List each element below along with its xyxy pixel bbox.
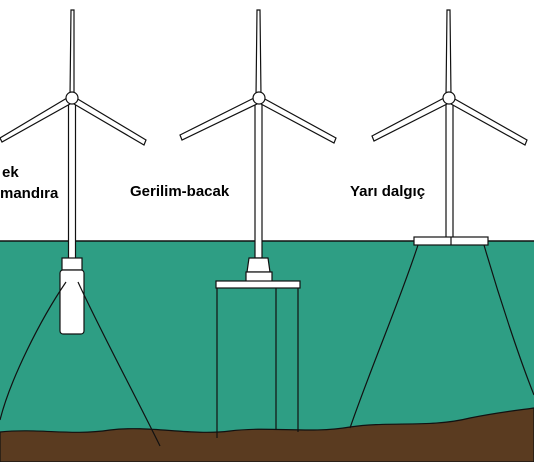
semi-blade-up: [445, 9, 452, 97]
spar-hub: [65, 91, 79, 105]
spar-label-line1: ek: [2, 164, 19, 181]
tlp-column: [246, 257, 271, 273]
spar-blade-right: [73, 97, 147, 146]
semi-submersible-turbine: [349, 9, 534, 429]
semi-blade-left: [371, 97, 448, 142]
tension-leg-label: Gerilim-bacak: [130, 183, 230, 200]
seabed: [0, 407, 534, 462]
tlp-blade-left: [179, 97, 258, 141]
tlp-hub: [252, 91, 266, 105]
spar-tower: [67, 99, 77, 261]
tlp-blade-right: [260, 97, 337, 144]
semi-tower: [445, 99, 454, 241]
tlp-pontoon: [215, 280, 301, 289]
spar-column: [61, 257, 83, 271]
spar-blade-left: [0, 97, 71, 143]
semi-mooring-right: [483, 244, 534, 396]
spar-buoy: [59, 269, 85, 335]
tlp-blade-up: [255, 9, 262, 97]
spar-label-line2: mandıra: [0, 185, 59, 202]
tension-leg-turbine: [179, 9, 337, 438]
spar-mooring-left: [0, 281, 67, 421]
semi-submersible-label: Yarı dalgıç: [350, 183, 425, 200]
tlp-tower: [254, 99, 263, 259]
spar-mooring-right: [77, 281, 161, 447]
semi-mooring-left: [349, 244, 419, 429]
semi-blade-right: [450, 97, 528, 146]
spar-blade-up: [69, 9, 75, 97]
semi-hub: [442, 91, 456, 105]
spar-buoy-turbine: [0, 9, 161, 447]
